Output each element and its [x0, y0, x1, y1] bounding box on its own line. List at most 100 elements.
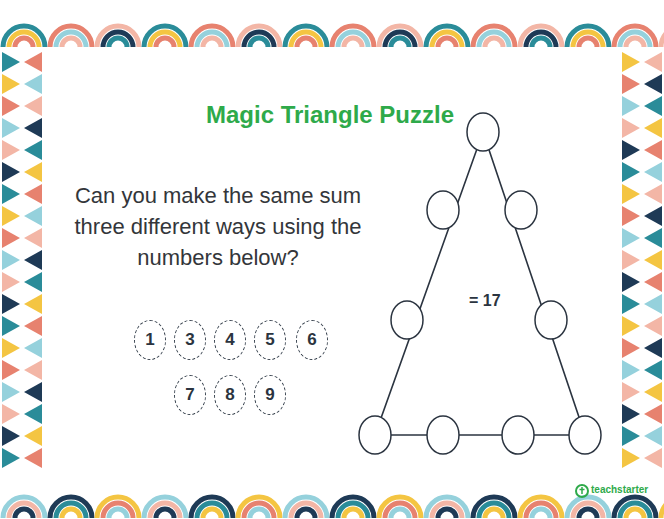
- rainbow-arc: [344, 509, 362, 518]
- rainbow-arc: [285, 497, 327, 518]
- triangle-line: [375, 132, 585, 435]
- border-triangle: [622, 448, 640, 468]
- rainbow-arc: [109, 38, 127, 47]
- rainbow-arc: [15, 509, 33, 518]
- empty-circle: [427, 416, 459, 454]
- rainbow-arc: [526, 503, 556, 518]
- title: Magic Triangle Puzzle: [175, 101, 485, 129]
- border-triangle: [622, 360, 640, 380]
- rainbow-arc: [291, 32, 321, 47]
- rainbow-arc: [9, 503, 39, 518]
- rainbow-arc: [191, 26, 233, 47]
- rainbow-arc: [579, 38, 597, 47]
- rainbow-arc: [144, 26, 186, 47]
- rainbow-arc: [526, 32, 556, 47]
- border-triangle: [2, 140, 20, 160]
- rainbow-arc: [661, 497, 664, 518]
- rainbow-arc: [338, 503, 368, 518]
- border-triangle: [2, 338, 20, 358]
- logo-icon: [580, 487, 585, 494]
- rainbow-arc: [144, 497, 186, 518]
- rainbow-arc: [485, 38, 503, 47]
- border-triangle: [24, 52, 42, 72]
- rainbow-arc: [150, 503, 180, 518]
- border-triangle: [24, 338, 42, 358]
- border-triangle: [2, 382, 20, 402]
- border-triangle: [2, 184, 20, 204]
- border-triangle: [644, 140, 662, 160]
- border-triangle: [622, 404, 640, 424]
- triangle-outline: [355, 108, 610, 460]
- number-circle: 5: [254, 320, 286, 360]
- rainbow-arc: [238, 497, 280, 518]
- rainbow-arc: [297, 509, 315, 518]
- border-triangle: [2, 118, 20, 138]
- rainbow-arc: [297, 38, 315, 47]
- rainbow-arc: [97, 497, 139, 518]
- border-triangle: [622, 162, 640, 182]
- border-triangle: [622, 382, 640, 402]
- border-triangle: [24, 316, 42, 336]
- border-triangle: [622, 250, 640, 270]
- rainbow-arc: [197, 32, 227, 47]
- number-text: 3: [185, 330, 194, 350]
- rainbow-arc: [426, 26, 468, 47]
- border-triangle: [622, 96, 640, 116]
- border-triangle: [644, 382, 662, 402]
- border-triangle: [2, 206, 20, 226]
- border-triangle: [622, 316, 640, 336]
- rainbow-arc: [250, 509, 268, 518]
- rainbow-arc: [50, 497, 92, 518]
- rainbow-arc: [614, 497, 656, 518]
- border-triangle: [2, 426, 20, 446]
- border-triangle: [622, 426, 640, 446]
- rainbow-arc: [3, 26, 45, 47]
- question-text: Can you make the same sum three differen…: [68, 180, 368, 273]
- rainbow-arc: [579, 509, 597, 518]
- border-triangle: [24, 140, 42, 160]
- rainbow-arc: [567, 497, 609, 518]
- rainbow-arc: [156, 38, 174, 47]
- logo-icon: [576, 485, 588, 497]
- border-triangle: [24, 96, 42, 116]
- border-triangle: [644, 338, 662, 358]
- logo-text: teachstarter: [591, 484, 648, 495]
- border-triangle: [2, 96, 20, 116]
- border-triangle: [24, 448, 42, 468]
- rainbow-arc: [473, 497, 515, 518]
- rainbow-arc: [109, 509, 127, 518]
- rainbow-arc: [56, 503, 86, 518]
- border-triangle: [2, 316, 20, 336]
- number-text: 5: [265, 330, 274, 350]
- border-triangle: [24, 426, 42, 446]
- border-triangle: [24, 360, 42, 380]
- border-triangle: [2, 404, 20, 424]
- rainbow-arc: [620, 503, 650, 518]
- rainbow-arc: [661, 26, 664, 47]
- rainbow-arc: [332, 26, 374, 47]
- rainbow-arc: [103, 503, 133, 518]
- border-triangle: [24, 184, 42, 204]
- rainbow-arc: [626, 38, 644, 47]
- rainbow-arc: [473, 26, 515, 47]
- rainbow-arc: [479, 32, 509, 47]
- number-circle: 8: [214, 375, 246, 415]
- border-triangle: [644, 184, 662, 204]
- border-triangle: [622, 272, 640, 292]
- rainbow-arc: [391, 509, 409, 518]
- rainbow-arc: [203, 38, 221, 47]
- rainbow-arc: [103, 32, 133, 47]
- empty-circle: [569, 416, 601, 454]
- border-triangle: [644, 96, 662, 116]
- rainbow-arc: [432, 32, 462, 47]
- border-triangle: [24, 228, 42, 248]
- rainbow-arc: [573, 503, 603, 518]
- border-triangle: [644, 426, 662, 446]
- rainbow-arc: [50, 26, 92, 47]
- number-text: 7: [185, 385, 194, 405]
- rainbow-arc: [344, 38, 362, 47]
- border-triangle: [644, 206, 662, 226]
- empty-circle: [391, 301, 423, 339]
- border-triangle: [2, 228, 20, 248]
